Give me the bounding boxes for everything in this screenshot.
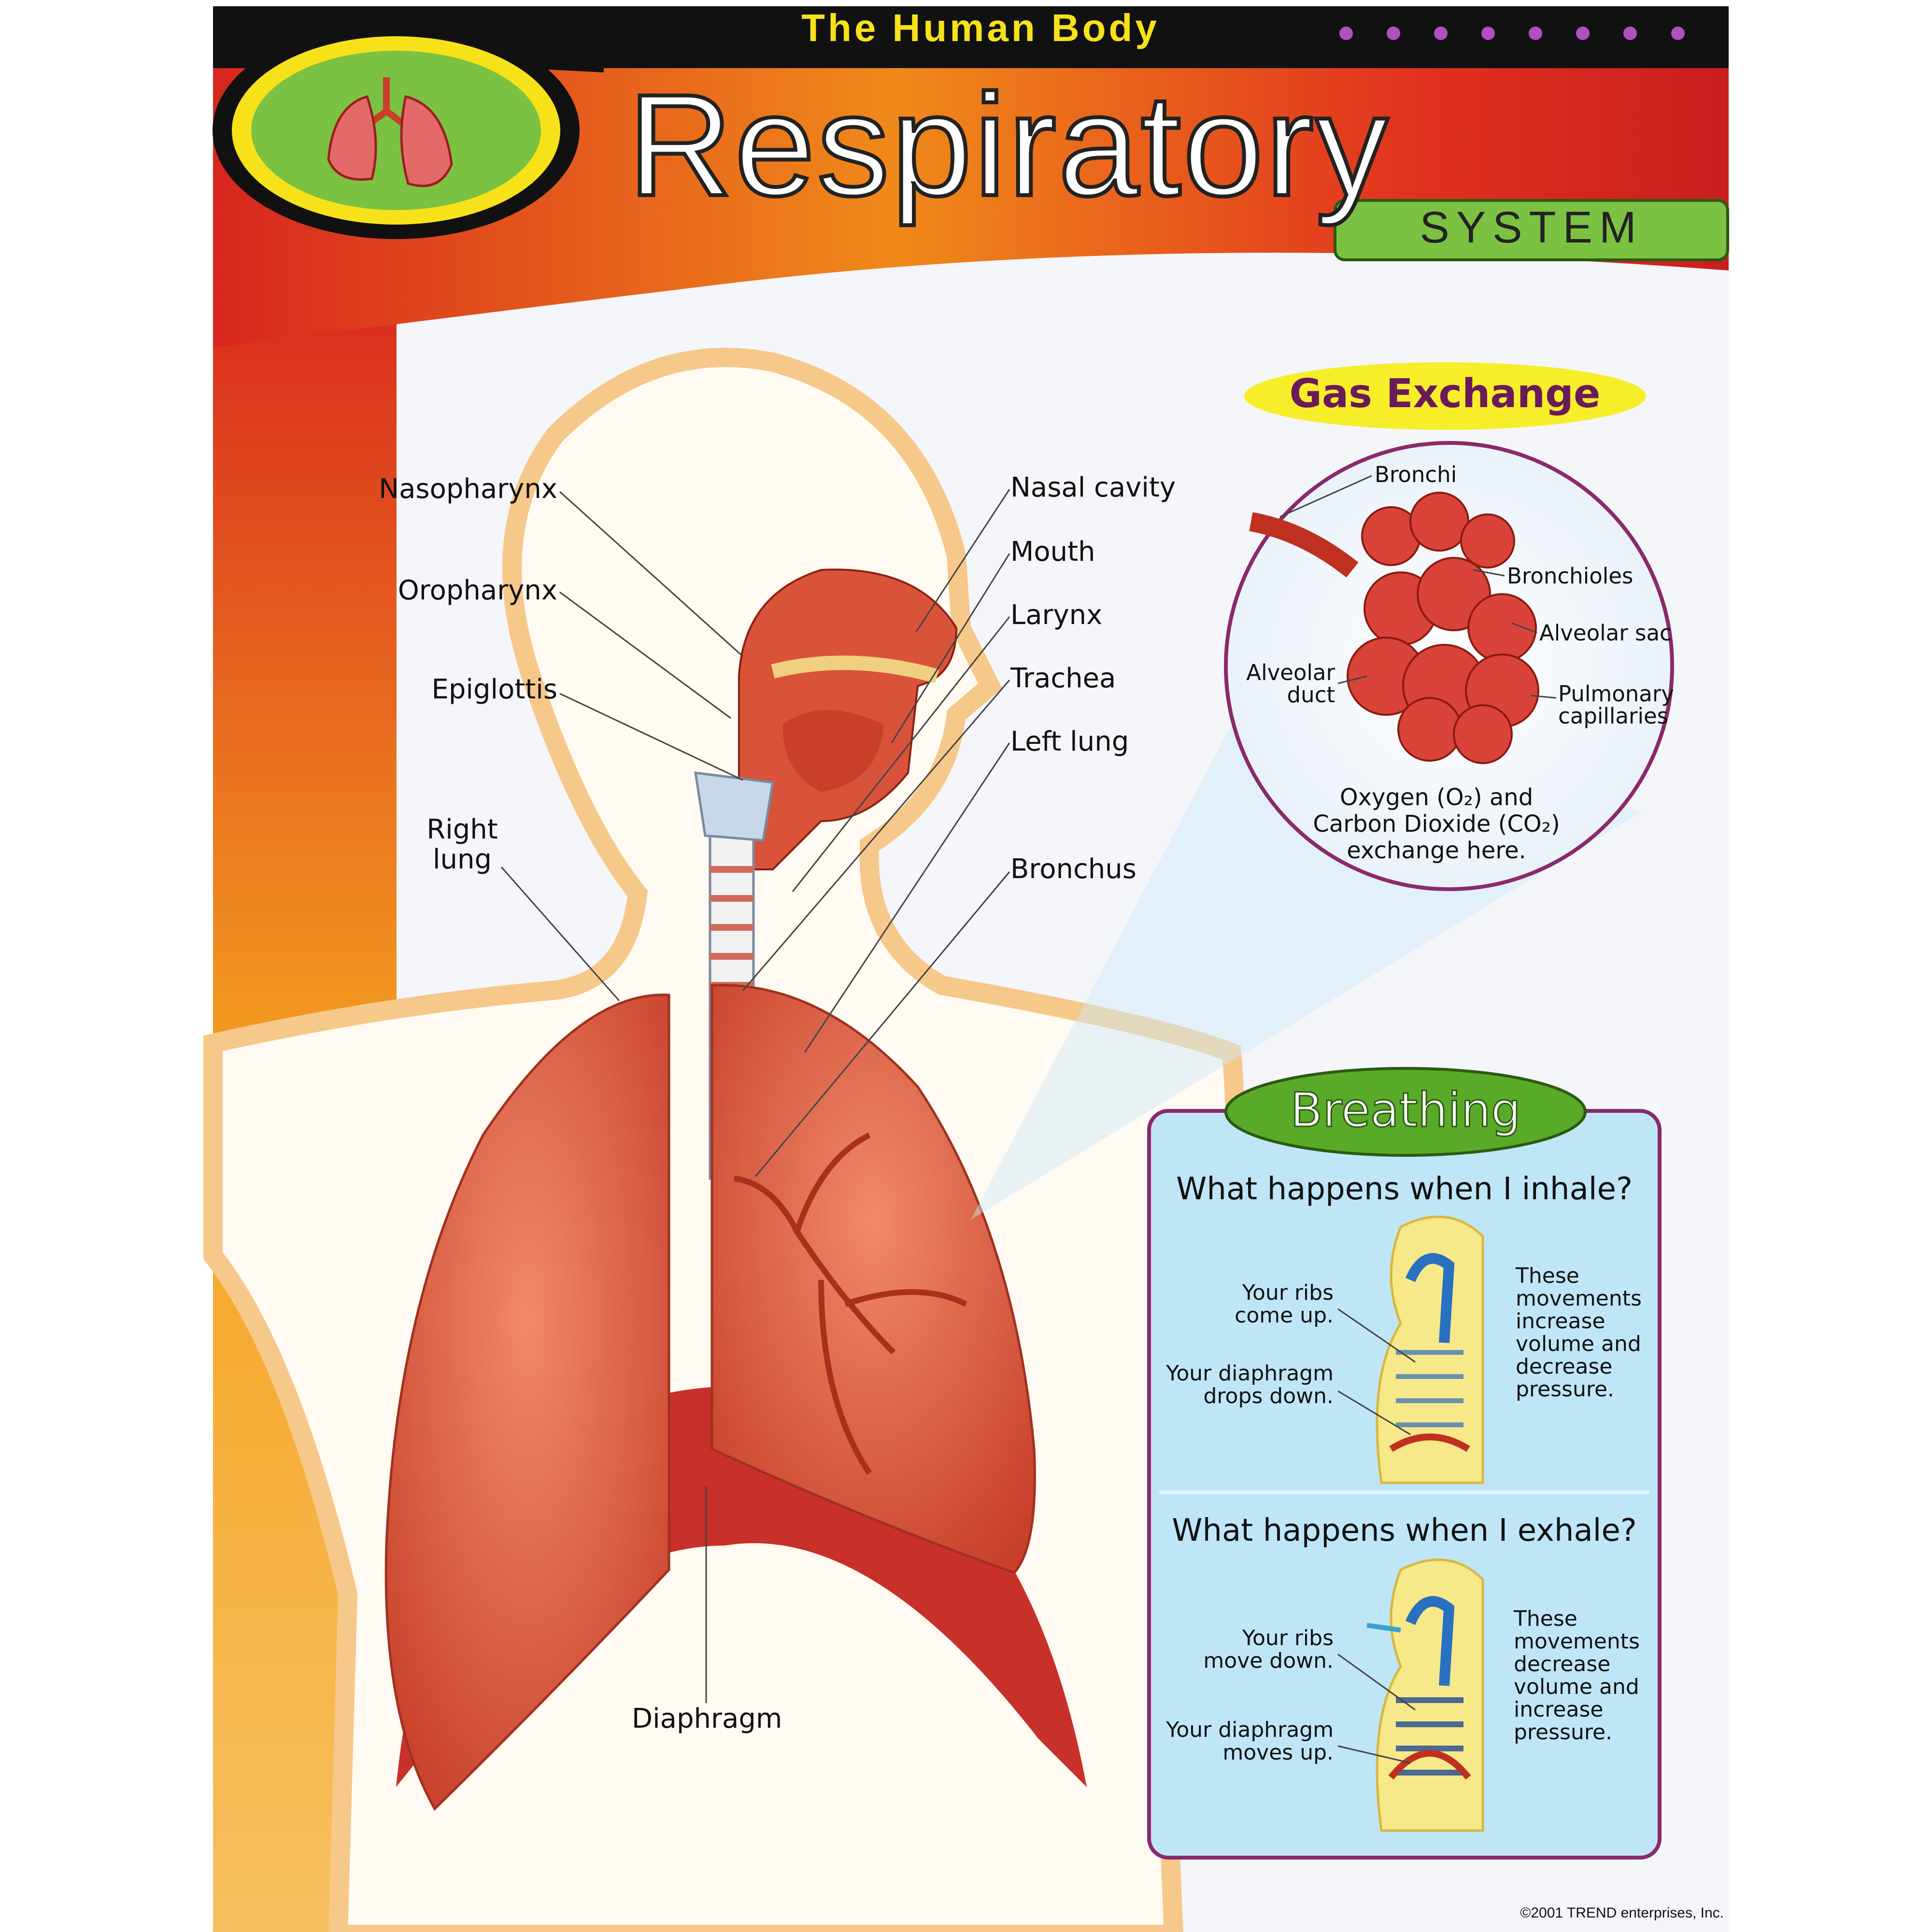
label-larynx: Larynx — [1010, 599, 1103, 631]
series-title: The Human Body — [801, 6, 1160, 49]
label-pulmonary-capillaries: Pulmonary capillaries — [1558, 683, 1674, 727]
caption-line: Carbon Dioxide (CO₂) — [1313, 810, 1560, 838]
copyright: ©2001 TREND enterprises, Inc. — [1520, 1905, 1724, 1921]
label-alveolar-duct: Alveolar duct — [1246, 662, 1335, 706]
exhale-figure — [1366, 1558, 1484, 1832]
text-line: drops down. — [1203, 1384, 1334, 1408]
inhale-diaphragm-text: Your diaphragm drops down. — [1166, 1362, 1334, 1407]
inhale-figure — [1376, 1215, 1484, 1484]
label-right-lung-2: lung — [432, 844, 492, 875]
text-line: come up. — [1235, 1303, 1334, 1328]
label-bronchus: Bronchus — [1010, 853, 1136, 885]
text-line: movements — [1514, 1629, 1640, 1654]
gas-exchange-caption: Oxygen (O₂) and Carbon Dioxide (CO₂) exc… — [1256, 784, 1617, 864]
text-line: volume and — [1516, 1332, 1641, 1356]
exhale-question: What happens when I exhale? — [1172, 1513, 1637, 1548]
text-line: pressure. — [1516, 1377, 1615, 1402]
text-line: Your ribs — [1242, 1280, 1334, 1305]
caption-line: exchange here. — [1347, 837, 1526, 864]
text-line: increase — [1516, 1309, 1605, 1334]
text-line: decrease — [1516, 1354, 1613, 1379]
text-line: moves up. — [1222, 1740, 1334, 1765]
label-oropharynx: Oropharynx — [398, 575, 557, 606]
label-diaphragm: Diaphragm — [632, 1703, 782, 1734]
header-dots — [1339, 27, 1685, 40]
gas-exchange-title: Gas Exchange — [1289, 371, 1601, 417]
label-trachea: Trachea — [1010, 663, 1116, 694]
text-line: move down. — [1203, 1648, 1334, 1673]
exhale-effect-text: These movements decrease volume and incr… — [1514, 1607, 1640, 1744]
page-subtitle: SYSTEM — [1420, 203, 1643, 252]
system-bar — [1334, 199, 1729, 261]
breathing-pill — [1224, 1067, 1587, 1157]
label-nasopharynx: Nasopharynx — [379, 473, 557, 505]
right-lung — [384, 994, 670, 1811]
label-line: Pulmonary — [1558, 681, 1674, 707]
text-line: These — [1514, 1606, 1577, 1631]
leader-lines — [500, 489, 1010, 1703]
inhale-question: What happens when I inhale? — [1176, 1171, 1633, 1207]
text-line: increase — [1514, 1697, 1604, 1722]
text-line: Your ribs — [1242, 1626, 1334, 1650]
text-line: decrease — [1514, 1652, 1611, 1676]
label-mouth: Mouth — [1010, 536, 1095, 568]
head-airway — [738, 568, 958, 870]
label-line: Alveolar — [1246, 660, 1335, 685]
inhale-ribs-text: Your ribs come up. — [1235, 1281, 1334, 1327]
label-bronchioles: Bronchioles — [1507, 563, 1634, 589]
label-bronchi: Bronchi — [1375, 462, 1457, 487]
gas-exchange-pill — [1244, 362, 1646, 430]
inhale-effect-text: These movements increase volume and decr… — [1516, 1264, 1642, 1401]
alveoli-illustration — [1249, 492, 1539, 764]
text-line: movements — [1516, 1286, 1642, 1311]
header-band — [213, 6, 1729, 348]
breathing-title: Breathing — [1290, 1083, 1522, 1138]
label-line: capillaries — [1558, 703, 1669, 729]
label-left-lung: Left lung — [1010, 726, 1129, 757]
exhale-diaphragm-text: Your diaphragm moves up. — [1166, 1719, 1334, 1764]
bronchial-tree — [734, 1132, 967, 1475]
label-nasal-cavity: Nasal cavity — [1010, 472, 1176, 503]
text-line: volume and — [1514, 1675, 1639, 1699]
label-right-lung-1: Right — [426, 814, 498, 845]
caption-line: Oxygen (O₂) and — [1339, 784, 1534, 811]
page-title: Respiratory — [626, 64, 1390, 226]
label-epiglottis: Epiglottis — [431, 674, 557, 705]
text-line: Your diaphragm — [1166, 1718, 1334, 1742]
text-line: These — [1516, 1264, 1579, 1288]
label-line: duct — [1287, 682, 1335, 708]
label-alveolar-sac: Alveolar sac — [1539, 620, 1672, 646]
logo-lungs-icon — [213, 22, 580, 239]
exhale-ribs-text: Your ribs move down. — [1203, 1627, 1334, 1672]
text-line: Your diaphragm — [1166, 1361, 1334, 1386]
text-line: pressure. — [1514, 1720, 1613, 1745]
